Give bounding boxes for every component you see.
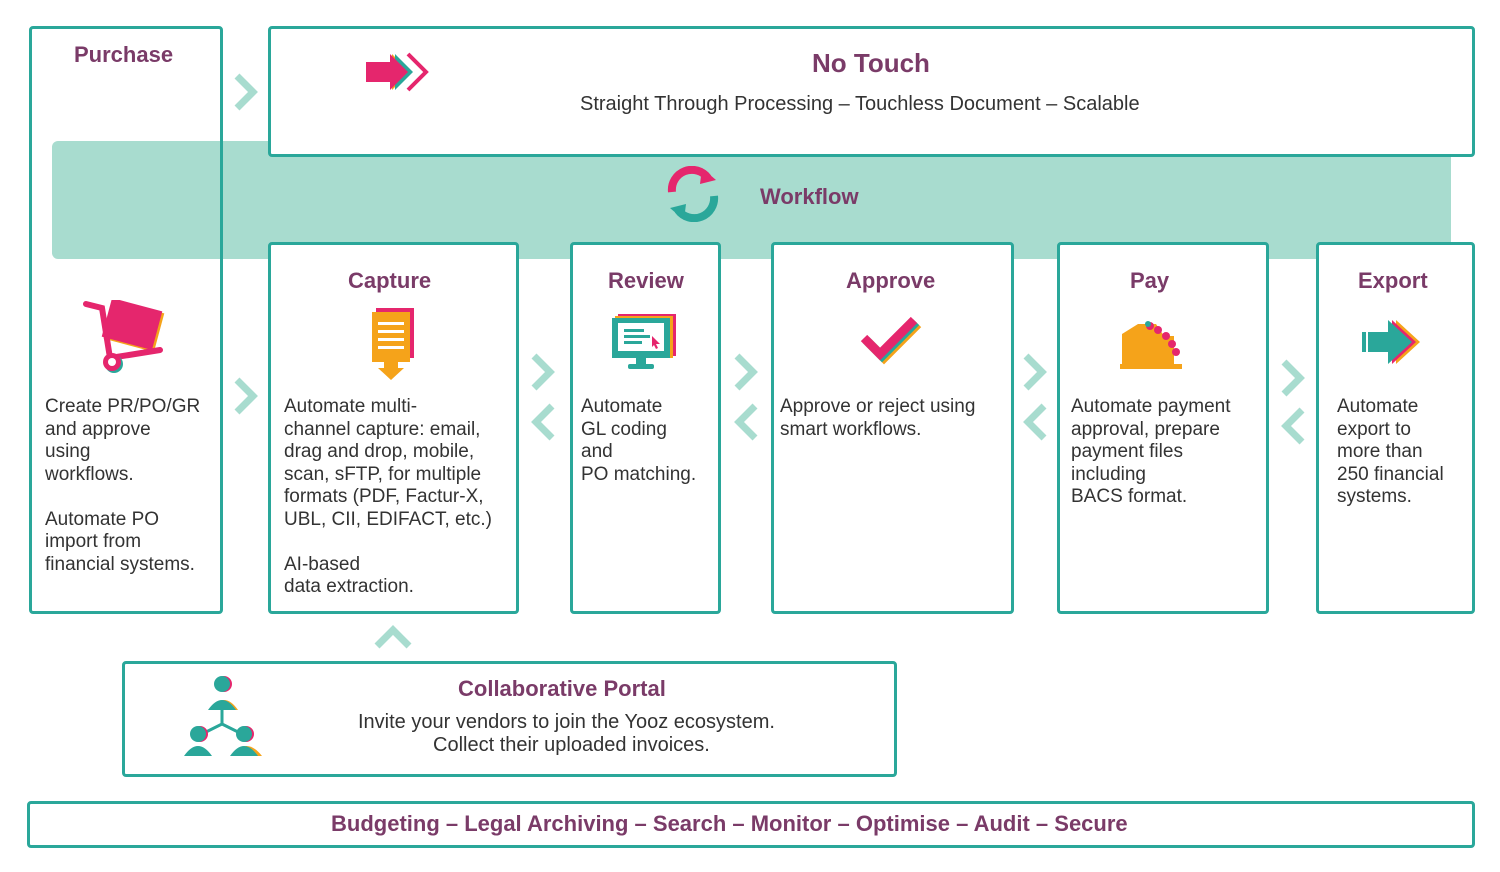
pay-box: [1057, 242, 1269, 614]
approve-description: Approve or reject using smart workflows.: [780, 396, 976, 440]
checkmark-icon: [860, 316, 922, 365]
no-touch-subtitle: Straight Through Processing – Touchless …: [580, 93, 1140, 115]
review-title: Review: [608, 268, 684, 293]
document-download-icon: [372, 308, 414, 380]
workflow-label: Workflow: [760, 184, 859, 209]
purchase-box: [29, 26, 223, 614]
no-touch-box: [268, 26, 1475, 157]
chevron-right-icon: [234, 377, 258, 415]
cart-icon: [83, 300, 165, 373]
team-network-icon: [184, 676, 262, 756]
portal-box: [122, 661, 897, 777]
export-description: Automate export to more than 250 financi…: [1337, 396, 1444, 507]
no-touch-title: No Touch: [812, 48, 930, 78]
chevron-left-icon: [1023, 403, 1047, 441]
chevron-left-icon: [531, 403, 555, 441]
export-arrow-icon: [1362, 320, 1420, 364]
export-box: [1316, 242, 1475, 614]
review-description: Automate GL coding and PO matching.: [581, 396, 697, 485]
approve-title: Approve: [846, 268, 936, 293]
cash-register-icon: [1120, 321, 1182, 369]
approve-box: [771, 242, 1014, 614]
capture-title: Capture: [348, 268, 432, 293]
footer-text: Budgeting – Legal Archiving – Search – M…: [331, 811, 1128, 836]
capture-box: [268, 242, 519, 614]
chevron-up-icon: [374, 625, 412, 649]
chevron-right-icon: [734, 353, 758, 391]
review-box: [570, 242, 721, 614]
chevron-right-icon: [531, 353, 555, 391]
refresh-cycle-icon: [667, 166, 719, 222]
chevron-left-icon: [1281, 407, 1305, 445]
export-title: Export: [1358, 268, 1428, 293]
workflow-band: [52, 141, 1451, 259]
chevron-left-icon: [734, 403, 758, 441]
pay-title: Pay: [1130, 268, 1170, 293]
chevron-right-icon: [1023, 353, 1047, 391]
purchase-description: Create PR/PO/GR and approve using workfl…: [45, 396, 201, 575]
chevron-right-icon: [1281, 359, 1305, 397]
portal-title: Collaborative Portal: [458, 676, 666, 701]
fast-forward-arrow-icon: [366, 52, 429, 92]
portal-line1: Invite your vendors to join the Yooz eco…: [358, 711, 775, 733]
chevron-right-icon: [234, 73, 258, 111]
monitor-icon: [612, 314, 676, 369]
pay-description: Automate payment approval, prepare payme…: [1071, 396, 1231, 507]
footer-box: [27, 801, 1475, 848]
capture-description: Automate multi- channel capture: email, …: [284, 396, 492, 597]
portal-line2: Collect their uploaded invoices.: [433, 734, 710, 756]
purchase-title: Purchase: [74, 42, 174, 67]
